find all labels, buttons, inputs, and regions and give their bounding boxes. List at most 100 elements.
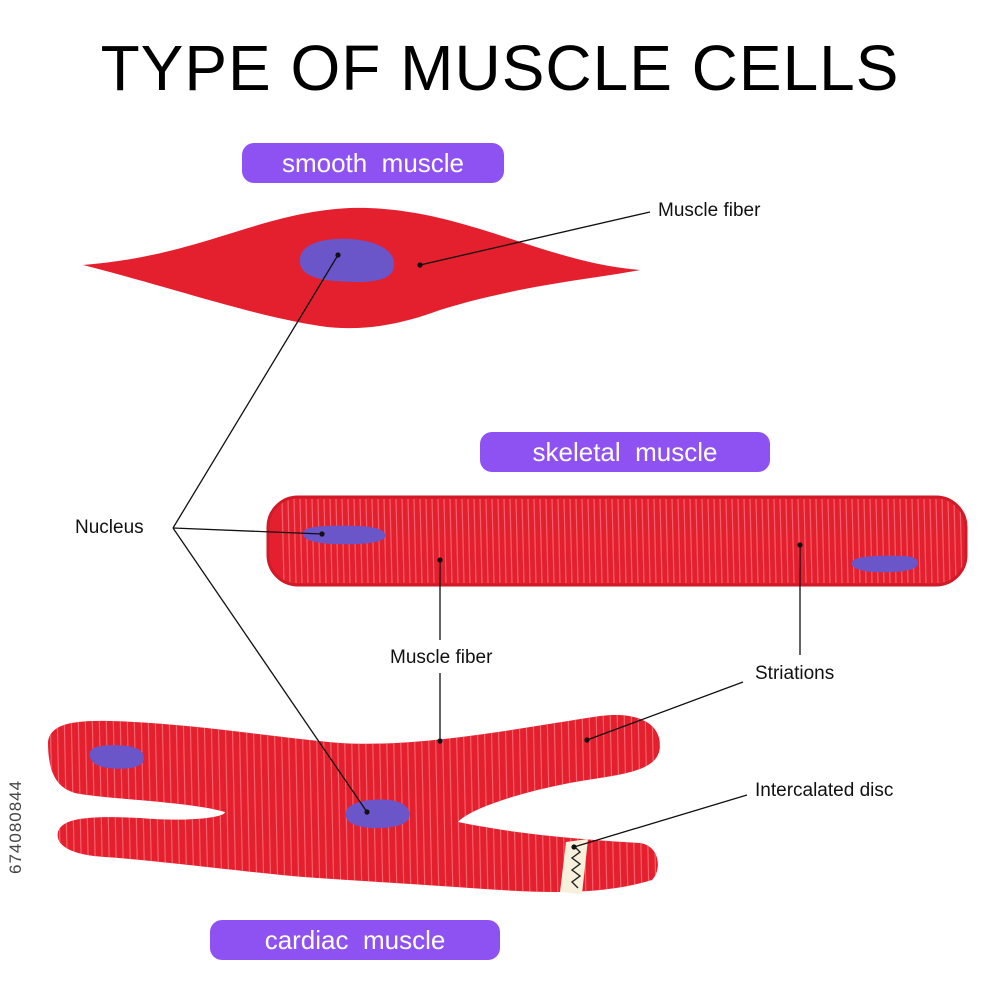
skeletal-striation-line (293, 498, 297, 584)
cardiac-striation-line (658, 714, 660, 892)
leader-nucleus-skeletal (172, 527, 323, 535)
skeletal-muscle-fiber (268, 497, 966, 585)
leader-muscle-fiber-smooth (419, 211, 651, 266)
smooth-muscle-nucleus (299, 238, 395, 282)
cardiac-striation-line (490, 714, 496, 892)
cardiac-striation-line (266, 714, 272, 892)
skeletal-striation-line (701, 498, 705, 584)
smooth-muscle-tag-label: smooth muscle (281, 147, 465, 178)
cardiac-nucleus-1 (89, 745, 144, 769)
skeletal-striation-line (737, 498, 741, 584)
skeletal-striation-line (305, 498, 309, 584)
skeletal-striation-line (839, 498, 843, 584)
skeletal-striation-line (659, 498, 663, 584)
skeletal-striation-line (389, 498, 393, 584)
cardiac-striation-line (217, 714, 223, 892)
skeletal-striation-line (611, 498, 615, 584)
skeletal-striation-line (521, 498, 525, 584)
skeletal-striation-line (707, 498, 711, 584)
leader-dots (319, 252, 803, 850)
skeletal-striation-line (545, 498, 549, 584)
cardiac-muscle-cell (48, 714, 660, 894)
label-muscle-fiber-smooth: Muscle fiber (658, 200, 761, 221)
skeletal-striation-line (809, 498, 813, 584)
skeletal-striation-line (929, 498, 933, 584)
leader-striations-cardiac (586, 681, 744, 741)
skeletal-striation-line (635, 498, 639, 584)
cardiac-striation-line (224, 714, 230, 892)
skeletal-striation-line (935, 498, 939, 584)
skeletal-striation-line (401, 498, 405, 584)
skeletal-striation-line (413, 498, 417, 584)
skeletal-striation-line (947, 498, 951, 584)
skeletal-striation-line (755, 498, 759, 584)
skeletal-nucleus-1 (302, 525, 386, 545)
skeletal-striation-line (623, 498, 627, 584)
skeletal-striation-line (515, 498, 519, 584)
cardiac-striation-line (231, 714, 237, 892)
skeletal-striation-line (425, 498, 429, 584)
skeletal-striation-line (677, 498, 681, 584)
skeletal-striation-line (605, 498, 609, 584)
skeletal-striation-line (287, 498, 291, 584)
skeletal-striation-line (695, 498, 699, 584)
skeletal-striation-line (743, 498, 747, 584)
skeletal-striation-line (665, 498, 669, 584)
skeletal-striation-line (827, 498, 831, 584)
leader-nucleus-smooth (172, 254, 339, 529)
skeletal-striation-line (455, 498, 459, 584)
skeletal-striation-line (923, 498, 927, 584)
skeletal-striation-line (833, 498, 837, 584)
smooth-muscle-cell (83, 207, 640, 329)
skeletal-striation-line (461, 498, 465, 584)
cardiac-nucleus-2 (345, 799, 410, 829)
skeletal-striation-line (953, 498, 957, 584)
label-intercalated-disc: Intercalated disc (755, 780, 894, 801)
skeletal-striation-line (593, 498, 597, 584)
skeletal-striation-line (689, 498, 693, 584)
skeletal-striation-line (803, 498, 807, 584)
skeletal-striation-line (599, 498, 603, 584)
skeletal-striation-line (713, 498, 717, 584)
skeletal-striation-line (671, 498, 675, 584)
skeletal-striation-line (767, 498, 771, 584)
skeletal-striation-line (731, 498, 735, 584)
label-striations: Striations (755, 663, 835, 684)
cardiac-striation-line (280, 714, 286, 892)
label-nucleus: Nucleus (75, 517, 144, 538)
skeletal-striation-line (851, 498, 855, 584)
skeletal-striation-line (467, 498, 471, 584)
skeletal-striation-line (281, 498, 285, 584)
cardiac-striation-line (238, 714, 244, 892)
skeletal-striation-line (581, 498, 585, 584)
skeletal-striation-line (395, 498, 399, 584)
skeletal-muscle-cell (266, 495, 968, 587)
skeletal-striation-line (449, 498, 453, 584)
skeletal-striation-line (719, 498, 723, 584)
cardiac-striation-line (259, 714, 265, 892)
skeletal-muscle-tag: skeletal muscle (480, 432, 770, 472)
cardiac-striation-line (245, 714, 251, 892)
skeletal-muscle-tag-label: skeletal muscle (532, 436, 718, 467)
skeletal-striation-line (491, 498, 495, 584)
skeletal-striation-line (527, 498, 531, 584)
skeletal-striation-line (617, 498, 621, 584)
skeletal-striation-line (431, 498, 435, 584)
skeletal-striation-line (383, 498, 387, 584)
skeletal-striation-line (299, 498, 303, 584)
skeletal-striation-line (473, 498, 477, 584)
skeletal-striation-line (407, 498, 411, 584)
skeletal-nucleus-2 (851, 555, 919, 573)
page-title: TYPE OF MUSCLE CELLS (100, 32, 900, 104)
skeletal-striation-line (815, 498, 819, 584)
stock-id: 674080844 (6, 779, 25, 875)
cardiac-striation-line (476, 714, 482, 892)
cardiac-striation-line (252, 714, 258, 892)
skeletal-striation-line (917, 498, 921, 584)
skeletal-striation-line (497, 498, 501, 584)
skeletal-striation-line (629, 498, 633, 584)
skeletal-striation-line (569, 498, 573, 584)
skeletal-striation-line (647, 498, 651, 584)
skeletal-striation-line (485, 498, 489, 584)
